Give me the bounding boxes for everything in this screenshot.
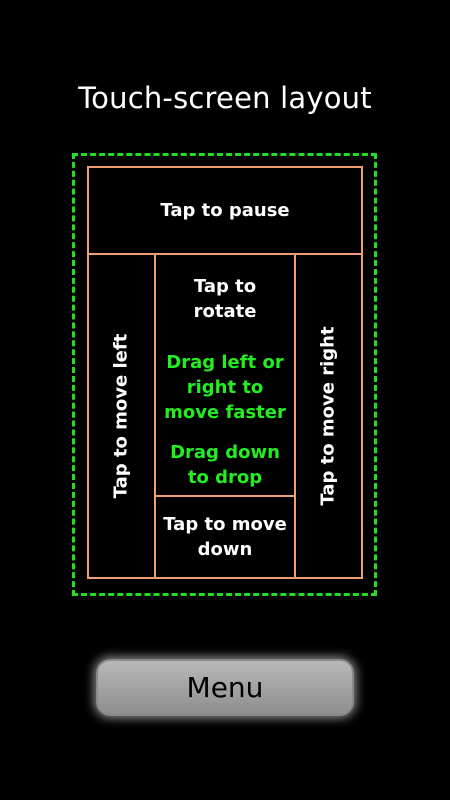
rotate-zone-label: Tap to rotate [165, 274, 285, 324]
move-down-label-line: down [197, 539, 253, 560]
page-title: Touch-screen layout [78, 81, 372, 115]
rotate-label-line: rotate [193, 301, 257, 322]
drag-side-hint-line: right to [186, 377, 264, 398]
move-down-label-line: Tap to move [163, 514, 287, 535]
pause-zone[interactable]: Tap to pause [87, 166, 363, 255]
move-down-zone-label: Tap to move down [163, 512, 287, 562]
move-left-zone-label: Tap to move left [110, 333, 132, 499]
move-right-zone[interactable]: Tap to move right [294, 253, 363, 579]
drag-side-hint: Drag left or right to move faster [155, 350, 295, 425]
move-left-zone[interactable]: Tap to move left [87, 253, 156, 579]
drag-down-hint: Drag down to drop [155, 440, 295, 490]
move-right-zone-label: Tap to move right [317, 326, 339, 506]
move-down-zone[interactable]: Tap to move down [154, 495, 296, 579]
drag-side-hint-line: Drag left or [166, 352, 284, 373]
touch-area-frame [72, 153, 377, 596]
drag-side-hint-line: move faster [164, 402, 286, 423]
pause-zone-label: Tap to pause [160, 199, 290, 221]
menu-button[interactable]: Menu [96, 659, 354, 716]
rotate-zone[interactable]: Tap to rotate Drag left or right to move… [154, 253, 296, 497]
rotate-label-line: Tap to [193, 276, 257, 297]
drag-down-hint-line: to drop [187, 467, 263, 488]
drag-down-hint-line: Drag down [170, 442, 280, 463]
